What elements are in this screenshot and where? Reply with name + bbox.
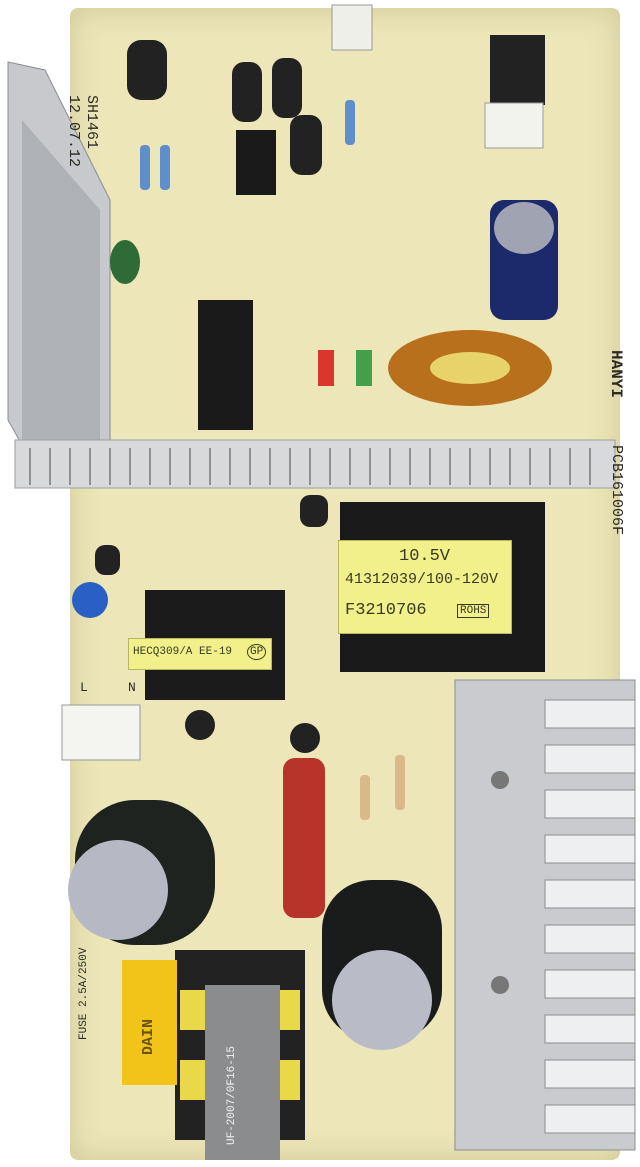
transformer-serial: F3210706 (345, 601, 427, 620)
gp-badge: GP (247, 644, 267, 660)
x-capacitor-yellow (122, 960, 177, 1085)
transformer-part-line: 41312039/100-120V (345, 571, 499, 588)
silk-label-l: L (80, 680, 88, 695)
disc-capacitor-green (110, 240, 140, 284)
toroid-inductor (388, 330, 552, 406)
led-green (356, 350, 372, 386)
capacitor-black-left (68, 800, 215, 945)
connector-white-left (61, 704, 141, 761)
capacitor-black-bottom (322, 880, 442, 1050)
silk-maker: HANYI (607, 350, 625, 399)
film-capacitor-red (283, 758, 325, 918)
disc-capacitor-blue (72, 582, 108, 618)
small-transformer-part: HECQ309/A EE-19 (133, 646, 233, 658)
transformer-label: 10.5V 41312039/100-120V F3210706 ROHS (338, 540, 512, 634)
connector-white-right (484, 102, 544, 149)
middle-heatsink (14, 439, 616, 489)
common-mode-choke (175, 950, 305, 1160)
silk-date-code: 12.07.12 (65, 95, 82, 168)
led-red (318, 350, 334, 386)
transformer-voltage: 10.5V (399, 547, 451, 566)
resistor-array (140, 100, 405, 820)
rohs-badge: ROHS (457, 604, 490, 618)
small-transformer-label: HECQ309/A EE-19 GP (128, 638, 272, 670)
ic-chip-large (198, 300, 253, 430)
silk-pcb-code: PCB161006F (608, 445, 625, 536)
silk-label-n: N (128, 680, 136, 695)
fan-connector (490, 35, 545, 105)
choke-marking: UF-2007/0F16-15 (226, 1045, 238, 1145)
silk-model-code: SH1461 (83, 95, 100, 150)
capacitor-blue-top-right (490, 200, 558, 320)
small-capacitors (95, 40, 328, 753)
ic-chip-small (236, 130, 276, 195)
connector-top (331, 4, 373, 51)
xcap-marking: DAIN (140, 1018, 157, 1055)
right-heatsink (454, 679, 636, 1151)
silk-fuse: FUSE 2.5A/250V (78, 947, 90, 1040)
